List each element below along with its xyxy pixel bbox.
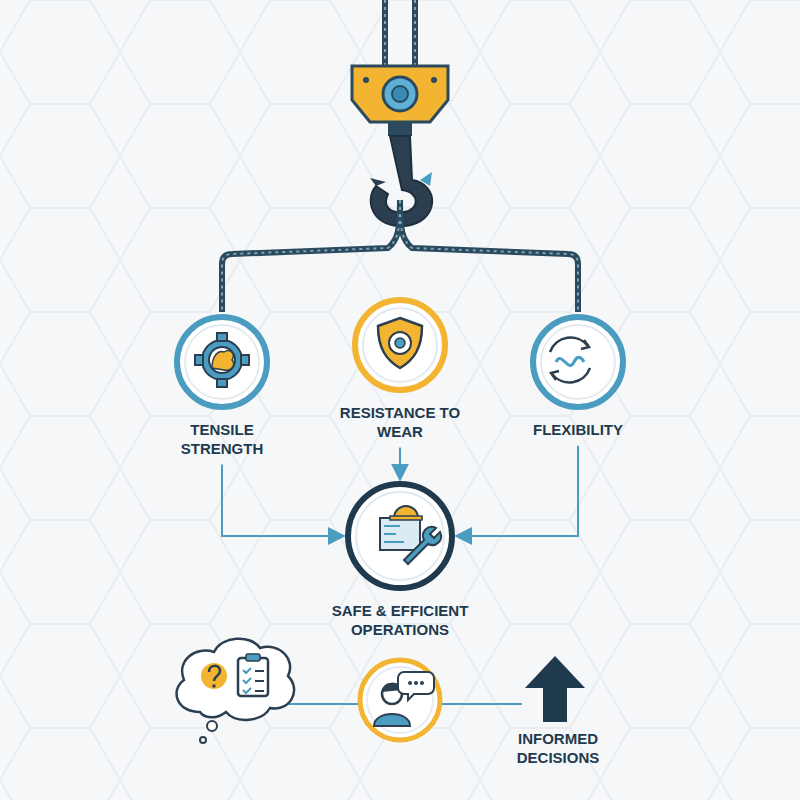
node-label: FLEXIBILITY [518,421,638,440]
operations-icon [380,506,441,564]
operations-node: SAFE & EFFICIENT OPERATIONS [310,480,490,640]
caption-label: INFORMED DECISIONS [493,730,623,768]
flow-arrow [399,448,401,481]
inner-ring [185,325,259,399]
circle-ring [533,317,623,407]
node-label: RESISTANCE TO WEAR [338,404,462,442]
circle-ring [355,300,445,390]
node-circle [173,313,271,411]
gear-icon [195,333,249,387]
inner-ring [363,308,437,382]
flow-arrow [456,446,578,536]
inner-ring [356,492,444,580]
wear-node: RESISTANCE TO WEAR [338,296,462,442]
node-circle [344,480,456,592]
person-icon [360,660,440,740]
strength-node: TENSILE STRENGTH [167,313,277,459]
flow-arrow [222,465,344,537]
inner-ring [541,325,615,399]
node-label: SAFE & EFFICIENT OPERATIONS [310,602,490,640]
thought-bubble [177,639,295,743]
crane-rope [385,0,415,66]
node-circle [529,313,627,411]
flex-icon [550,338,590,383]
flexibility-node: FLEXIBILITY [518,313,638,440]
up-arrow [525,656,585,722]
node-circle [351,296,449,394]
circle-ring [177,317,267,407]
hook-block [352,66,448,136]
sling-rope [222,200,578,312]
node-label: TENSILE STRENGTH [167,421,277,459]
shield-icon [378,318,422,368]
circle-ring [348,484,452,588]
